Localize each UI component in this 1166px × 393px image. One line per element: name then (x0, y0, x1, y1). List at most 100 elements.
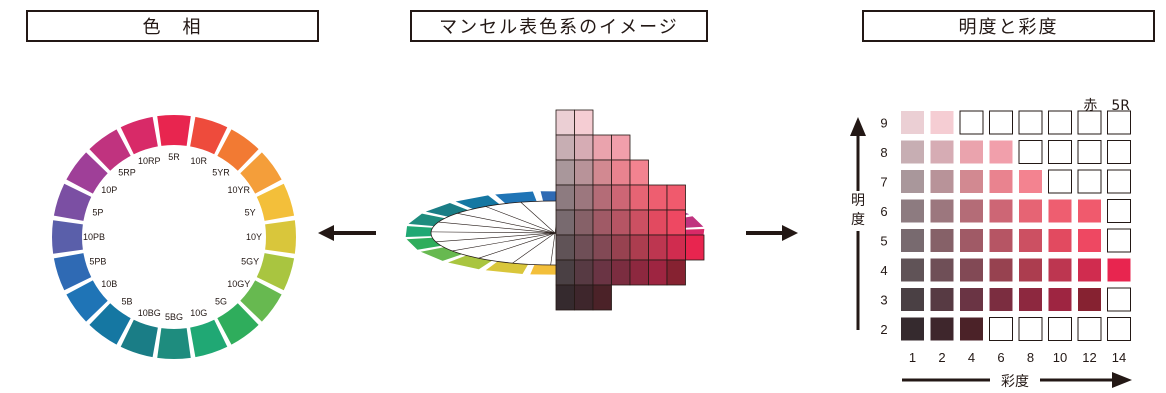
color-chip (1048, 288, 1072, 311)
color-chip (930, 140, 954, 164)
color-chip (1107, 169, 1131, 194)
color-chip (930, 288, 954, 311)
munsell-header: マンセル表色系のイメージ (410, 10, 708, 42)
value-tick-label: 2 (880, 322, 887, 337)
color-chip (1078, 288, 1101, 311)
hue-segment-10pb (51, 220, 83, 254)
hue-segment-5r (157, 114, 191, 146)
color-chip (989, 110, 1013, 135)
hue-label: 10PB (83, 232, 105, 242)
color-chip (1019, 170, 1042, 193)
munsell-header-text: マンセル表色系のイメージ (439, 17, 679, 38)
hue-header-text: 色 相 (142, 17, 203, 38)
hue-label: 5P (92, 207, 103, 217)
value-tick-label: 9 (880, 116, 887, 131)
color-chip (989, 199, 1013, 223)
chroma-tick-label: 2 (938, 350, 945, 365)
chroma-axis-label: 彩度 (1001, 374, 1029, 390)
color-chip (930, 170, 954, 193)
color-chip (901, 288, 924, 311)
color-chip (901, 170, 924, 193)
chroma-tick-label: 10 (1053, 350, 1067, 365)
value-tick-label: 7 (880, 175, 887, 190)
chroma-tick-label: 8 (1027, 350, 1034, 365)
hue-segment-5rp (89, 129, 131, 171)
color-chip (1048, 317, 1072, 341)
color-chip (901, 258, 924, 282)
solid-chip (592, 284, 612, 311)
value-chroma-header-text: 明度と彩度 (958, 17, 1059, 38)
color-chip (1077, 140, 1102, 164)
value-tick-label: 6 (880, 204, 887, 219)
color-chip (1107, 317, 1131, 341)
value-tick-label: 3 (880, 293, 887, 308)
hue-label: 5PB (89, 257, 106, 267)
color-chip (1107, 140, 1131, 164)
value-axis-arrow (850, 117, 866, 330)
color-chip (1018, 317, 1043, 341)
hue-segment-5p (53, 183, 92, 221)
hue-segment-10gy (240, 280, 282, 322)
color-chip (930, 258, 954, 282)
color-chip (1018, 110, 1043, 135)
color-chip (1077, 317, 1102, 341)
hue-segment-5b (89, 303, 131, 345)
hue-segment-5g (217, 303, 259, 345)
chroma-tick-label: 6 (997, 350, 1004, 365)
solid-hue-segment (406, 237, 442, 250)
solid-hue-segment (495, 191, 537, 204)
value-axis-label-2: 度 (851, 212, 865, 228)
value-axis-label-1: 明 (851, 193, 865, 209)
color-chip (1107, 110, 1131, 135)
color-chip (989, 317, 1013, 341)
color-chip (901, 229, 924, 252)
hue-label: 10P (101, 185, 117, 195)
color-chip (1107, 258, 1131, 282)
solid-chip (685, 234, 705, 261)
hue-label: 5G (215, 297, 227, 307)
color-chip (960, 199, 983, 223)
color-chip (989, 288, 1013, 311)
color-chip (1019, 288, 1042, 311)
color-chip (1078, 199, 1101, 223)
color-chip (901, 199, 924, 223)
value-tick-label: 4 (880, 263, 887, 278)
hue-segment-10y (265, 220, 296, 254)
color-chip (1078, 229, 1101, 252)
color-chip (930, 317, 954, 341)
color-chip (960, 288, 983, 311)
value-tick-label: 8 (880, 145, 887, 160)
hue-segment-10b (66, 280, 108, 322)
hue-label: 10BG (138, 308, 161, 318)
color-chip (1019, 229, 1042, 252)
solid-hue-segment (405, 226, 433, 238)
color-chip (960, 170, 983, 193)
hue-segment-10bg (120, 319, 158, 358)
color-chip (989, 140, 1013, 164)
color-chip (901, 111, 924, 134)
color-chip (1077, 110, 1102, 135)
color-chip (1018, 140, 1043, 164)
color-chip (1048, 169, 1072, 194)
color-chip (1077, 169, 1102, 194)
color-chip (989, 258, 1013, 282)
color-chip (901, 317, 924, 341)
hue-segment-5yr (217, 129, 259, 171)
hue-segment-5y (256, 183, 295, 221)
chroma-tick-label: 4 (968, 350, 975, 365)
hue-segment-10rp (120, 116, 158, 155)
color-chip (1107, 228, 1131, 253)
color-chip (930, 199, 954, 223)
hue-label: 10G (190, 308, 207, 318)
hue-label: 5BG (165, 312, 183, 322)
color-chip (1048, 199, 1072, 223)
hue-segment-5gy (256, 253, 295, 291)
color-chip (1078, 258, 1101, 282)
value-tick-label: 5 (880, 234, 887, 249)
color-chip (960, 229, 983, 252)
color-chip (1048, 258, 1072, 282)
color-chip (989, 170, 1013, 193)
color-chip (1048, 140, 1072, 164)
hue-label: 5B (121, 297, 132, 307)
